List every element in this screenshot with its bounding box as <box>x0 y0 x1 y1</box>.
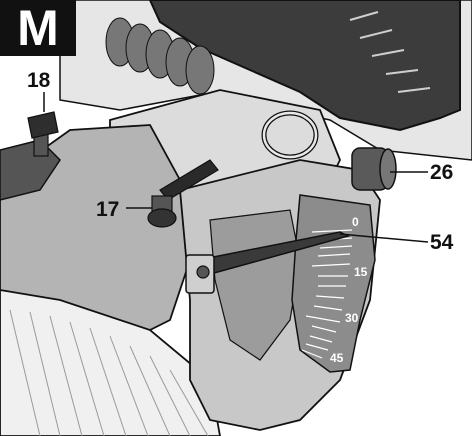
leader-54 <box>339 233 429 243</box>
callout-17: 17 <box>96 198 120 221</box>
locking-knob-26 <box>351 147 397 191</box>
panel-letter-badge: M <box>0 0 76 56</box>
scale-number-30: 30 <box>345 311 359 325</box>
scale-number-15: 15 <box>354 265 368 279</box>
stop-screw-18 <box>27 111 59 157</box>
callout-18: 18 <box>27 69 51 92</box>
pointer-screw <box>196 265 210 279</box>
callout-54: 54 <box>430 231 454 254</box>
motor-vents <box>349 11 431 93</box>
blade-guard-slots <box>9 309 209 436</box>
scale-number-45: 45 <box>330 351 344 365</box>
callout-26: 26 <box>430 161 454 184</box>
stop-screw-17 <box>147 195 177 228</box>
scale-number-0: 0 <box>352 215 359 229</box>
bevel-scale <box>291 194 376 373</box>
return-spring <box>105 17 215 95</box>
